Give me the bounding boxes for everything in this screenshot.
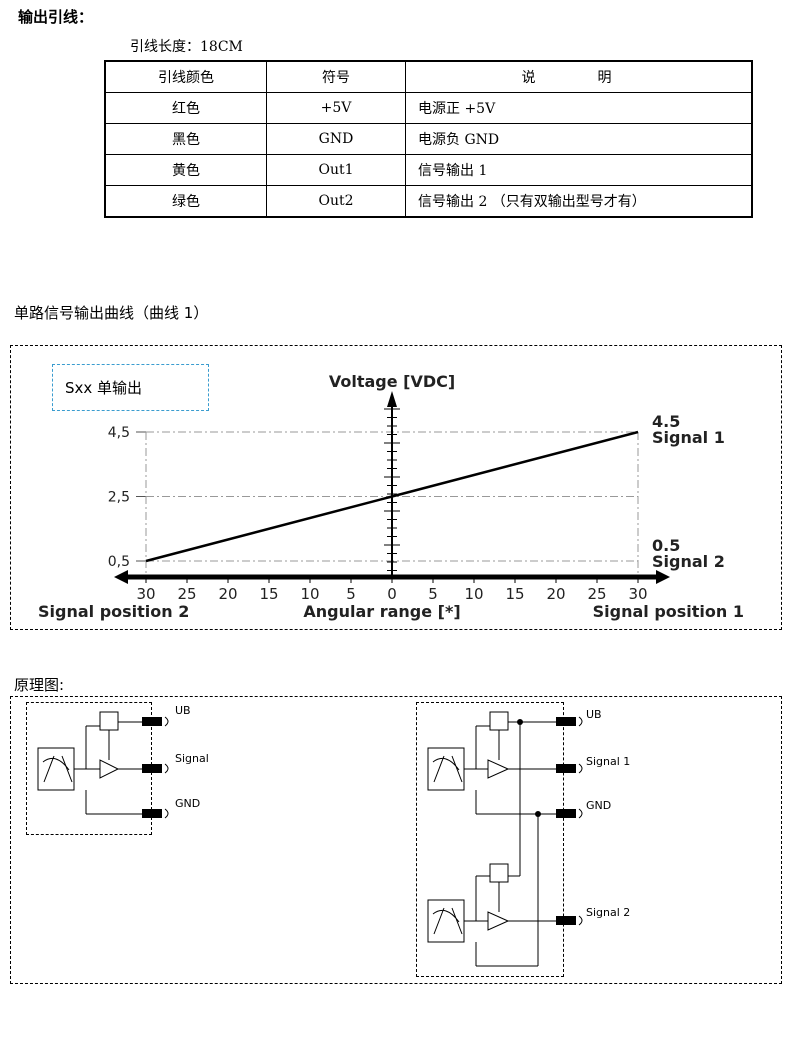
single-output-connectors: UB Signal GND (142, 704, 209, 819)
x-axis-label: Angular range [*] (303, 602, 460, 621)
amplifier-1-icon (487, 759, 510, 779)
cell-symbol: Out2 (266, 185, 406, 218)
socket-icon (578, 716, 583, 926)
header-color: 引线颜色 (104, 60, 267, 93)
connector-gnd-icon (556, 809, 576, 818)
x-tick-label: 10 (464, 585, 483, 603)
table-row: 绿色 Out2 信号输出 2 （只有双输出型号才有） (104, 185, 753, 218)
right-series-label: Signal 1 (652, 428, 725, 447)
x-tick-label: 30 (136, 585, 155, 603)
pin-label-ub: UB (175, 704, 191, 717)
y-axis-arrow-icon (387, 391, 397, 407)
cell-color: 红色 (104, 92, 267, 124)
curve-section-title: 单路信号输出曲线（曲线 1） (14, 304, 209, 322)
x-tick-label: 30 (628, 585, 647, 603)
x-tick-label: 0 (387, 585, 397, 603)
single-output-circuit (37, 711, 146, 815)
connector-ub-icon (556, 717, 576, 726)
table-row: 黑色 GND 电源负 GND (104, 123, 753, 155)
sensor-arc-icon (42, 757, 70, 771)
pin-label-ub: UB (586, 708, 602, 721)
x-tick-label: 25 (587, 585, 606, 603)
x-left-label: Signal position 2 (38, 602, 189, 621)
table-row: 黄色 Out1 信号输出 1 (104, 154, 753, 186)
header-description: 说 明 (405, 60, 753, 93)
x-axis-arrow-right-icon (656, 570, 670, 584)
junction-dot-icon (517, 719, 523, 725)
chart-labels: 4,5 2,5 0,5 30 25 20 15 10 5 0 5 10 15 20 25 30 Voltage … (38, 372, 744, 621)
junction-dot-icon (535, 811, 541, 817)
regulator-block-icon (99, 711, 119, 731)
cell-symbol: Out1 (266, 154, 406, 186)
regulator-block-2-icon (489, 863, 509, 883)
pin-label-signal-1: Signal 1 (586, 755, 630, 768)
chart-grid (136, 431, 639, 577)
pin-label-signal-2: Signal 2 (586, 906, 630, 919)
x-tick-label: 25 (177, 585, 196, 603)
x-axis-arrow-left-icon (114, 570, 128, 584)
header-symbol: 符号 (266, 60, 406, 93)
cell-color: 绿色 (104, 185, 267, 218)
cell-description: 电源正 +5V (405, 92, 753, 124)
chart-series (145, 430, 639, 563)
chart-frame (10, 345, 782, 630)
table-row: 红色 +5V 电源正 +5V (104, 92, 753, 124)
connector-ub-icon (142, 717, 162, 726)
schematic-title: 原理图: (14, 676, 65, 694)
dual-output-circuit (427, 711, 568, 967)
wire-table: 引线颜色 符号 说 明 红色 +5V 电源正 +5V 黑色 GND 电源负 GN… (104, 60, 753, 218)
cell-description: 信号输出 1 (405, 154, 753, 186)
connector-gnd-icon (142, 809, 162, 818)
x-tick-label: 10 (300, 585, 319, 603)
schematic-diagram: UB Signal GND (37, 704, 630, 967)
cell-color: 黑色 (104, 123, 267, 155)
x-tick-label: 15 (505, 585, 524, 603)
chart-axes (114, 391, 670, 584)
cell-symbol: GND (266, 123, 406, 155)
y-tick-label: 4,5 (108, 425, 130, 441)
cell-symbol: +5V (266, 92, 406, 124)
dual-output-housing (416, 702, 564, 977)
connector-signal-icon (142, 764, 162, 773)
section-heading-output-wires: 输出引线： (18, 8, 94, 26)
schematic-frame (10, 696, 782, 984)
dual-output-connectors: UB Signal 1 GND Signal 2 (556, 708, 630, 926)
signal-line (145, 430, 639, 563)
x-tick-label: 15 (259, 585, 278, 603)
socket-icon (164, 716, 169, 819)
x-tick-label: 5 (346, 585, 356, 603)
cell-description: 电源负 GND (405, 123, 753, 155)
sensor-wiper-icon (43, 755, 73, 783)
cell-color: 黄色 (104, 154, 267, 186)
right-value-label: 4.5 (652, 412, 680, 431)
pin-label-signal: Signal (175, 752, 209, 765)
amplifier-icon (99, 759, 120, 779)
x-tick-label: 5 (428, 585, 438, 603)
chart-badge: Sxx 单输出 (52, 364, 209, 411)
table-header-row: 引线颜色 符号 说 明 (104, 60, 753, 93)
connector-signal1-icon (556, 764, 576, 773)
connector-signal2-icon (556, 916, 576, 925)
pin-label-gnd: GND (586, 799, 611, 812)
y-tick-label: 0,5 (108, 554, 130, 570)
pin-label-gnd: GND (175, 797, 200, 810)
cell-description: 信号输出 2 （只有双输出型号才有） (405, 185, 753, 218)
right-series-label: Signal 2 (652, 552, 725, 571)
y-tick-label: 2,5 (108, 490, 130, 506)
regulator-block-1-icon (489, 711, 509, 731)
output-curve-chart: 4,5 2,5 0,5 30 25 20 15 10 5 0 5 10 15 20 25 30 Voltage … (38, 372, 744, 621)
amplifier-2-icon (487, 911, 510, 931)
x-right-label: Signal position 1 (593, 602, 744, 621)
x-tick-label: 20 (546, 585, 565, 603)
y-axis-label: Voltage [VDC] (329, 372, 455, 391)
x-tick-label: 20 (218, 585, 237, 603)
wire-length-text: 引线长度：18CM (130, 39, 243, 55)
right-value-label: 0.5 (652, 536, 680, 555)
